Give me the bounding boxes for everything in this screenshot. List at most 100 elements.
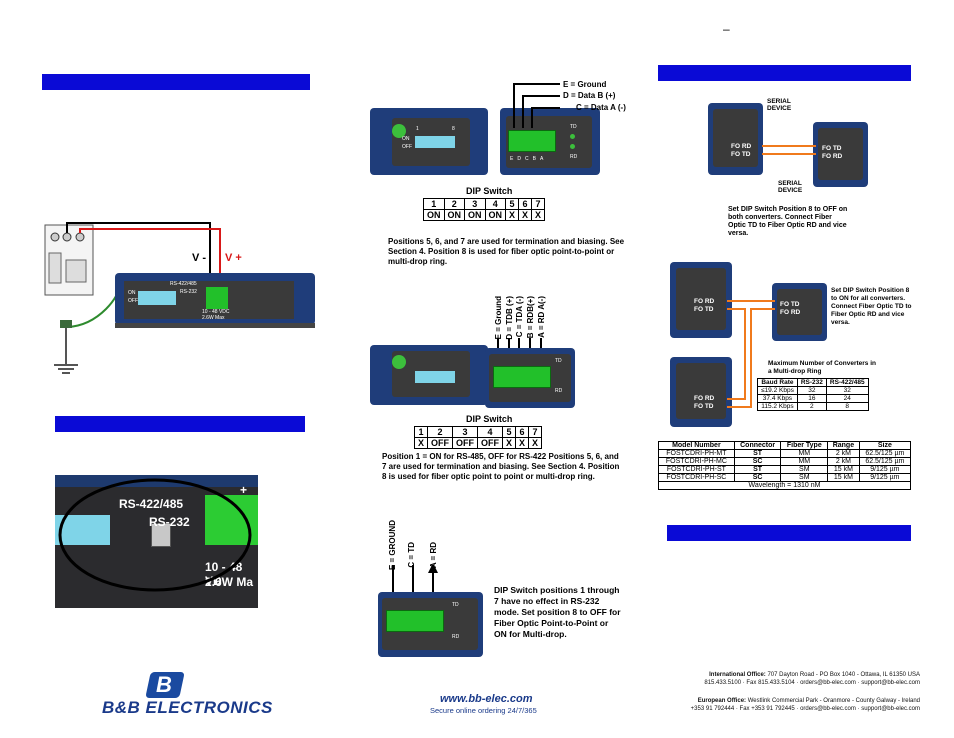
ring-cell: 2 (796, 402, 827, 411)
mid-mid-label-a: A = RD A(-) (537, 296, 546, 338)
dip-h: 4 (477, 426, 504, 438)
mid-bot-device: TD RD (378, 592, 483, 657)
dip-v: ON (464, 209, 486, 221)
term-a: A (539, 156, 548, 162)
mid-mid-label-e: E = Ground (494, 296, 503, 340)
term-d: D (517, 156, 525, 162)
logo-mark-letter: B (156, 672, 172, 697)
dip-h: 7 (531, 198, 546, 210)
ring-cell: 37.4 Kbps (757, 394, 798, 403)
model-cell: SC (733, 457, 782, 466)
mid-bot-note: DIP Switch positions 1 through 7 have no… (494, 585, 621, 639)
model-cell: MM (780, 457, 829, 466)
dip-h: 5 (502, 426, 517, 438)
mid-top-dip-1: 1 (416, 126, 419, 132)
model-th: Model Number (658, 441, 735, 450)
footer-euro: European Office: Westlink Commercial Par… (690, 697, 920, 713)
mid-top-device-left: ON OFF 1 8 (370, 108, 488, 175)
ring-3-fo-rd: FO RD (694, 395, 715, 402)
zoom-watt-label: 2.6W Ma (205, 575, 254, 589)
logo-text: B&B ELECTRONICS (102, 698, 273, 717)
p2p-serial-1: SERIAL DEVICE (767, 98, 792, 112)
model-cell: ST (733, 465, 782, 474)
mid-bot-label-c: C = TD (407, 542, 416, 568)
dip-h: 5 (504, 198, 520, 210)
dip-h: 3 (452, 426, 479, 438)
model-th: Range (827, 441, 860, 450)
model-cell: FOSTCDRI-PH-MC (658, 457, 735, 466)
term-c: C (524, 156, 533, 162)
p2p-device-left (708, 103, 763, 175)
p2p-serial-2: SERIAL DEVICE (778, 180, 803, 194)
p2p-right-fo-td: FO TD (822, 145, 842, 152)
dip-h: 1 (413, 426, 429, 438)
dip-h: 7 (528, 426, 543, 438)
dip-v: X (531, 209, 546, 221)
ring-cell: 32 (825, 386, 869, 395)
model-cell: 15 kM (827, 473, 860, 482)
ring-th: RS-422/485 (825, 378, 869, 387)
section-bar-left-2 (55, 416, 305, 432)
wiring-rs232-label: RS-232 (180, 289, 197, 295)
dip-h: 6 (518, 198, 533, 210)
header-dash: – (723, 22, 730, 36)
model-cell: 62.5/125 µm (858, 457, 912, 466)
dip-v: ON (484, 209, 506, 221)
mid-top-off: OFF (402, 144, 412, 150)
model-cell: ST (733, 449, 782, 458)
dip-h: 3 (464, 198, 486, 210)
section-bar-right-2 (667, 525, 911, 541)
model-th: Fiber Type (780, 441, 829, 450)
mid-top-dip-8: 8 (452, 126, 455, 132)
mid-mid-td: TD (555, 358, 562, 364)
mid-mid-note: Position 1 = ON for RS-485, OFF for RS-4… (382, 452, 620, 481)
ring-cell: ≤19.2 Kbps (757, 386, 798, 395)
footer-intl: International Office: 707 Dayton Road - … (690, 671, 920, 687)
v-plus-label: V + (225, 252, 242, 264)
ring-cell: 115.2 Kbps (757, 402, 798, 411)
euro-office-label: European Office: (697, 698, 747, 704)
ring-device-2 (772, 283, 827, 341)
ring-cell: 8 (825, 402, 869, 411)
zoom-plus: + (240, 483, 248, 497)
dip-v: X (518, 209, 533, 221)
p2p-device-right (813, 122, 868, 187)
model-cell: FOSTCDRI-PH-SC (658, 473, 735, 482)
model-cell: 2 kM (827, 449, 860, 458)
mid-bot-label-e: E = GROUND (388, 520, 397, 571)
mid-mid-label-c: C = TDA (-) (515, 296, 524, 338)
ring-1-fo-td: FO TD (694, 306, 714, 313)
dip-v: OFF (427, 437, 454, 449)
term-e: E (510, 156, 518, 162)
dip-zoom-photo: + RS-422/485 RS-232 10 - 48 VD 2.6W Ma (55, 475, 258, 608)
ring-cell: 32 (796, 386, 827, 395)
dip-v: OFF (477, 437, 504, 449)
dip-h: 6 (515, 426, 530, 438)
mid-mid-rd: RD (555, 388, 563, 394)
intl-office-phone: 815.433.5100 · Fax 815.433.5104 · orders… (704, 680, 920, 686)
ring-device-3 (670, 357, 732, 427)
dip-v: X (502, 437, 517, 449)
wiring-power-label: 10 - 48 VDC (202, 309, 230, 315)
ring-cell: 16 (796, 394, 827, 403)
ring-th: Baud Rate (757, 378, 798, 387)
ring-note: Set DIP Switch Position 8 to ON for all … (831, 287, 912, 326)
wiring-off-label: OFF (128, 298, 138, 304)
mid-top-dip-title: DIP Switch (466, 186, 513, 196)
model-cell: SC (733, 473, 782, 482)
footer-url[interactable]: www.bb-elec.com (440, 693, 533, 705)
ring-max-table: Baud Rate RS-232 RS-422/485 ≤19.2 Kbps 3… (757, 378, 869, 411)
model-th: Connector (733, 441, 782, 450)
mid-mid-device-right: TD RD (485, 348, 575, 408)
mid-mid-device-left (370, 345, 488, 405)
mid-mid-label-d: D = TDB (+) (505, 296, 514, 340)
model-cell: 2 kM (827, 457, 860, 466)
ring-cell: 24 (825, 394, 869, 403)
p2p-right-fo-rd: FO RD (822, 153, 843, 160)
zoom-selector-switch (151, 523, 171, 547)
ring-2-fo-td: FO TD (780, 301, 800, 308)
mid-top-label-e: E = Ground (563, 80, 607, 89)
dip-v: OFF (452, 437, 479, 449)
dip-v: X (528, 437, 543, 449)
mid-top-rd: RD (570, 154, 578, 160)
